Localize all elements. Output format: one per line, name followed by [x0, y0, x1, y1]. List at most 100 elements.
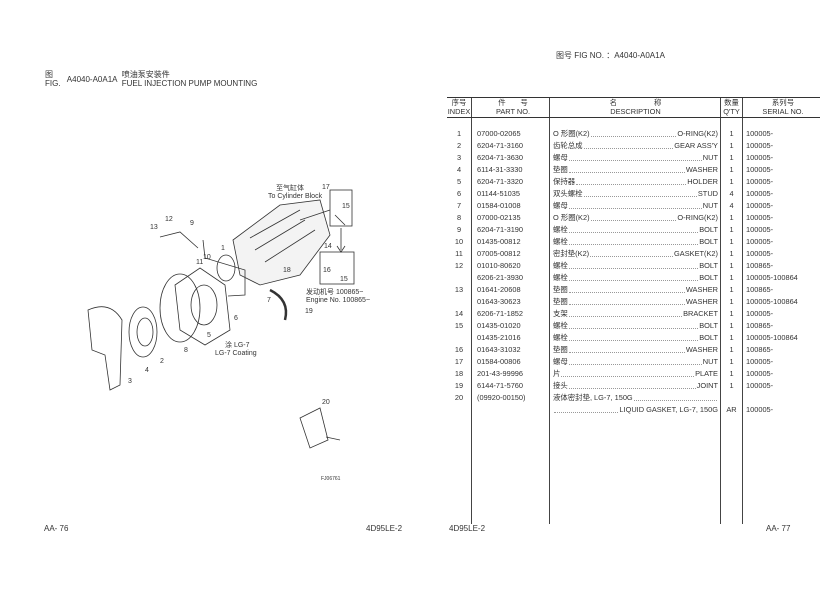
row-qty: AR [720, 404, 743, 416]
callout-9: 9 [190, 220, 194, 227]
left-model: 4D95LE-2 [366, 524, 403, 533]
callout-11: 11 [196, 259, 203, 266]
row-part-no: 6204-71-3190 [471, 224, 550, 236]
desc-cn: 片 [553, 369, 561, 378]
note-engine-cn: 发动机号 100865~ [306, 287, 363, 296]
liquid-gasket-tube-drawing [299, 407, 329, 449]
row-part-no: 6204-71-3320 [471, 176, 550, 188]
row-description: O 形圈(K2)O-RING(K2) [549, 212, 721, 224]
callout-6: 6 [234, 315, 238, 322]
leader-dots [568, 296, 685, 305]
desc-cn: O 形圈(K2) [553, 129, 590, 138]
row-part-no: 01641-20608 [471, 284, 550, 296]
desc-cn: 螺母 [553, 357, 568, 366]
row-serial: 100865- [742, 320, 820, 332]
desc-en: WASHER [685, 297, 718, 306]
row-qty: 1 [720, 320, 743, 332]
leader-dots [568, 332, 699, 341]
callout-8: 8 [184, 347, 188, 354]
leader-dots [568, 320, 699, 329]
joint-drawing [269, 288, 288, 321]
row-qty: 4 [720, 200, 743, 212]
gear-drawing [128, 306, 158, 358]
right-page-number: AA- 77 [766, 524, 791, 533]
callout-2: 2 [160, 358, 164, 365]
row-qty: 1 [720, 212, 743, 224]
row-serial: 100005- [742, 140, 820, 152]
leader-dots [561, 368, 695, 377]
row-serial: 100865- [742, 260, 820, 272]
callout-5: 5 [207, 332, 211, 339]
figure-title-en: FUEL INJECTION PUMP MOUNTING [121, 79, 258, 88]
desc-en: BOLT [699, 237, 718, 246]
table-row: 20 (09920-00150) 液体密封垫, LG-7, 150G [447, 392, 820, 404]
callout-7: 7 [267, 297, 271, 304]
callout-10: 10 [203, 254, 211, 261]
leader-dots [568, 224, 699, 233]
desc-cn: 接头 [553, 381, 568, 390]
row-part-no [471, 404, 550, 416]
desc-en: WASHER [685, 285, 718, 294]
table-row: 8 07000-02135 O 形圈(K2)O-RING(K2) 1 10000… [447, 212, 820, 224]
row-qty: 1 [720, 152, 743, 164]
row-serial: 100005- [742, 212, 820, 224]
row-qty [720, 392, 743, 404]
row-qty: 1 [720, 356, 743, 368]
row-index: 9 [456, 225, 462, 234]
row-index: 11 [455, 249, 463, 258]
row-description: LIQUID GASKET, LG-7, 150G [549, 404, 721, 416]
row-serial: 100005- [742, 380, 820, 392]
row-description: 密封垫(K2)GASKET(K2) [549, 248, 721, 260]
desc-cn: 支架 [553, 309, 568, 318]
note-cylinder-en: To Cylinder Block [268, 193, 323, 200]
row-qty: 1 [720, 344, 743, 356]
row-part-no: 01435-21016 [471, 332, 550, 344]
leader-dots [568, 380, 696, 389]
row-index: 14 [454, 309, 464, 318]
desc-cn: 螺母 [553, 201, 568, 210]
desc-en: O-RING(K2) [677, 213, 718, 222]
desc-en: WASHER [685, 345, 718, 354]
row-part-no: 01010-80620 [471, 260, 550, 272]
row-serial: 100005-100864 [742, 332, 820, 344]
row-qty: 1 [720, 308, 743, 320]
row-qty: 1 [720, 272, 743, 284]
callout-18: 18 [283, 267, 291, 274]
row-part-no: (09920-00150) [471, 392, 550, 404]
leader-dots [633, 392, 717, 401]
desc-cn: 垫圈 [553, 345, 568, 354]
desc-en: BOLT [699, 261, 718, 270]
callout-15b: 15 [340, 276, 348, 283]
row-serial: 100005- [742, 308, 820, 320]
right-model: 4D95LE-2 [449, 524, 486, 533]
desc-en: BOLT [699, 273, 718, 282]
row-index [447, 332, 472, 344]
row-part-no: 01643-31032 [471, 344, 550, 356]
leader-dots [576, 176, 687, 185]
desc-en: BOLT [699, 225, 718, 234]
desc-en: O-RING(K2) [677, 129, 718, 138]
row-index: 7 [456, 201, 462, 210]
row-part-no: 01584-01008 [471, 200, 550, 212]
row-index: 6 [456, 189, 462, 198]
row-serial: 100005- [742, 368, 820, 380]
row-part-no: 07005-00812 [471, 248, 550, 260]
desc-cn: 双头螺栓 [553, 189, 583, 198]
row-qty: 1 [720, 284, 743, 296]
desc-en: GASKET(K2) [674, 249, 718, 258]
exploded-diagram: 3 4 2 8 5 6 7 1 10 11 9 12 13 14 15 17 1… [87, 183, 370, 482]
